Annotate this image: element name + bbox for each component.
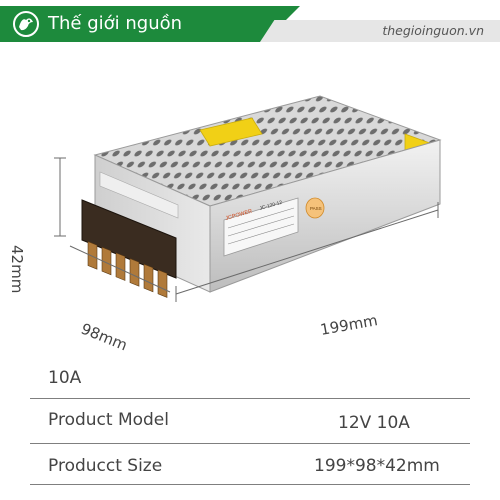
- dragon-logo-icon: [13, 11, 39, 37]
- banner-gray-shape: [260, 20, 500, 42]
- dimension-lines: [54, 157, 439, 302]
- spec-divider-1: [30, 398, 470, 399]
- terminal-label: [99, 171, 179, 219]
- spec-divider-3: [30, 484, 470, 485]
- product-size-value: 199*98*42mm: [314, 456, 440, 476]
- product-model-value: 12V 10A: [338, 413, 410, 433]
- top-sticker: [199, 117, 263, 147]
- terminal-screws: [87, 241, 168, 298]
- product-model-label: Product Model: [48, 410, 169, 430]
- product-size-label: Producct Size: [48, 456, 163, 476]
- pass-badge: [305, 197, 325, 219]
- brand-name: Thế giới nguồn: [48, 13, 183, 34]
- power-supply-illustration: JCPOWER JC-120-12 PASS: [54, 95, 442, 302]
- label-badge: PASS: [310, 206, 322, 211]
- dimension-height-label: 42mm: [8, 245, 26, 294]
- banner-green-shape: [0, 6, 300, 42]
- spec-divider-2: [30, 443, 470, 444]
- site-url[interactable]: thegioinguon.vn: [382, 23, 484, 38]
- terminal-block: [81, 199, 177, 279]
- product-image: JCPOWER JC-120-12 PASS 42mm 98mm 1: [0, 60, 500, 354]
- current-rating: 10A: [48, 368, 82, 388]
- header-banner: Thế giới nguồn thegioinguon.vn: [0, 0, 500, 42]
